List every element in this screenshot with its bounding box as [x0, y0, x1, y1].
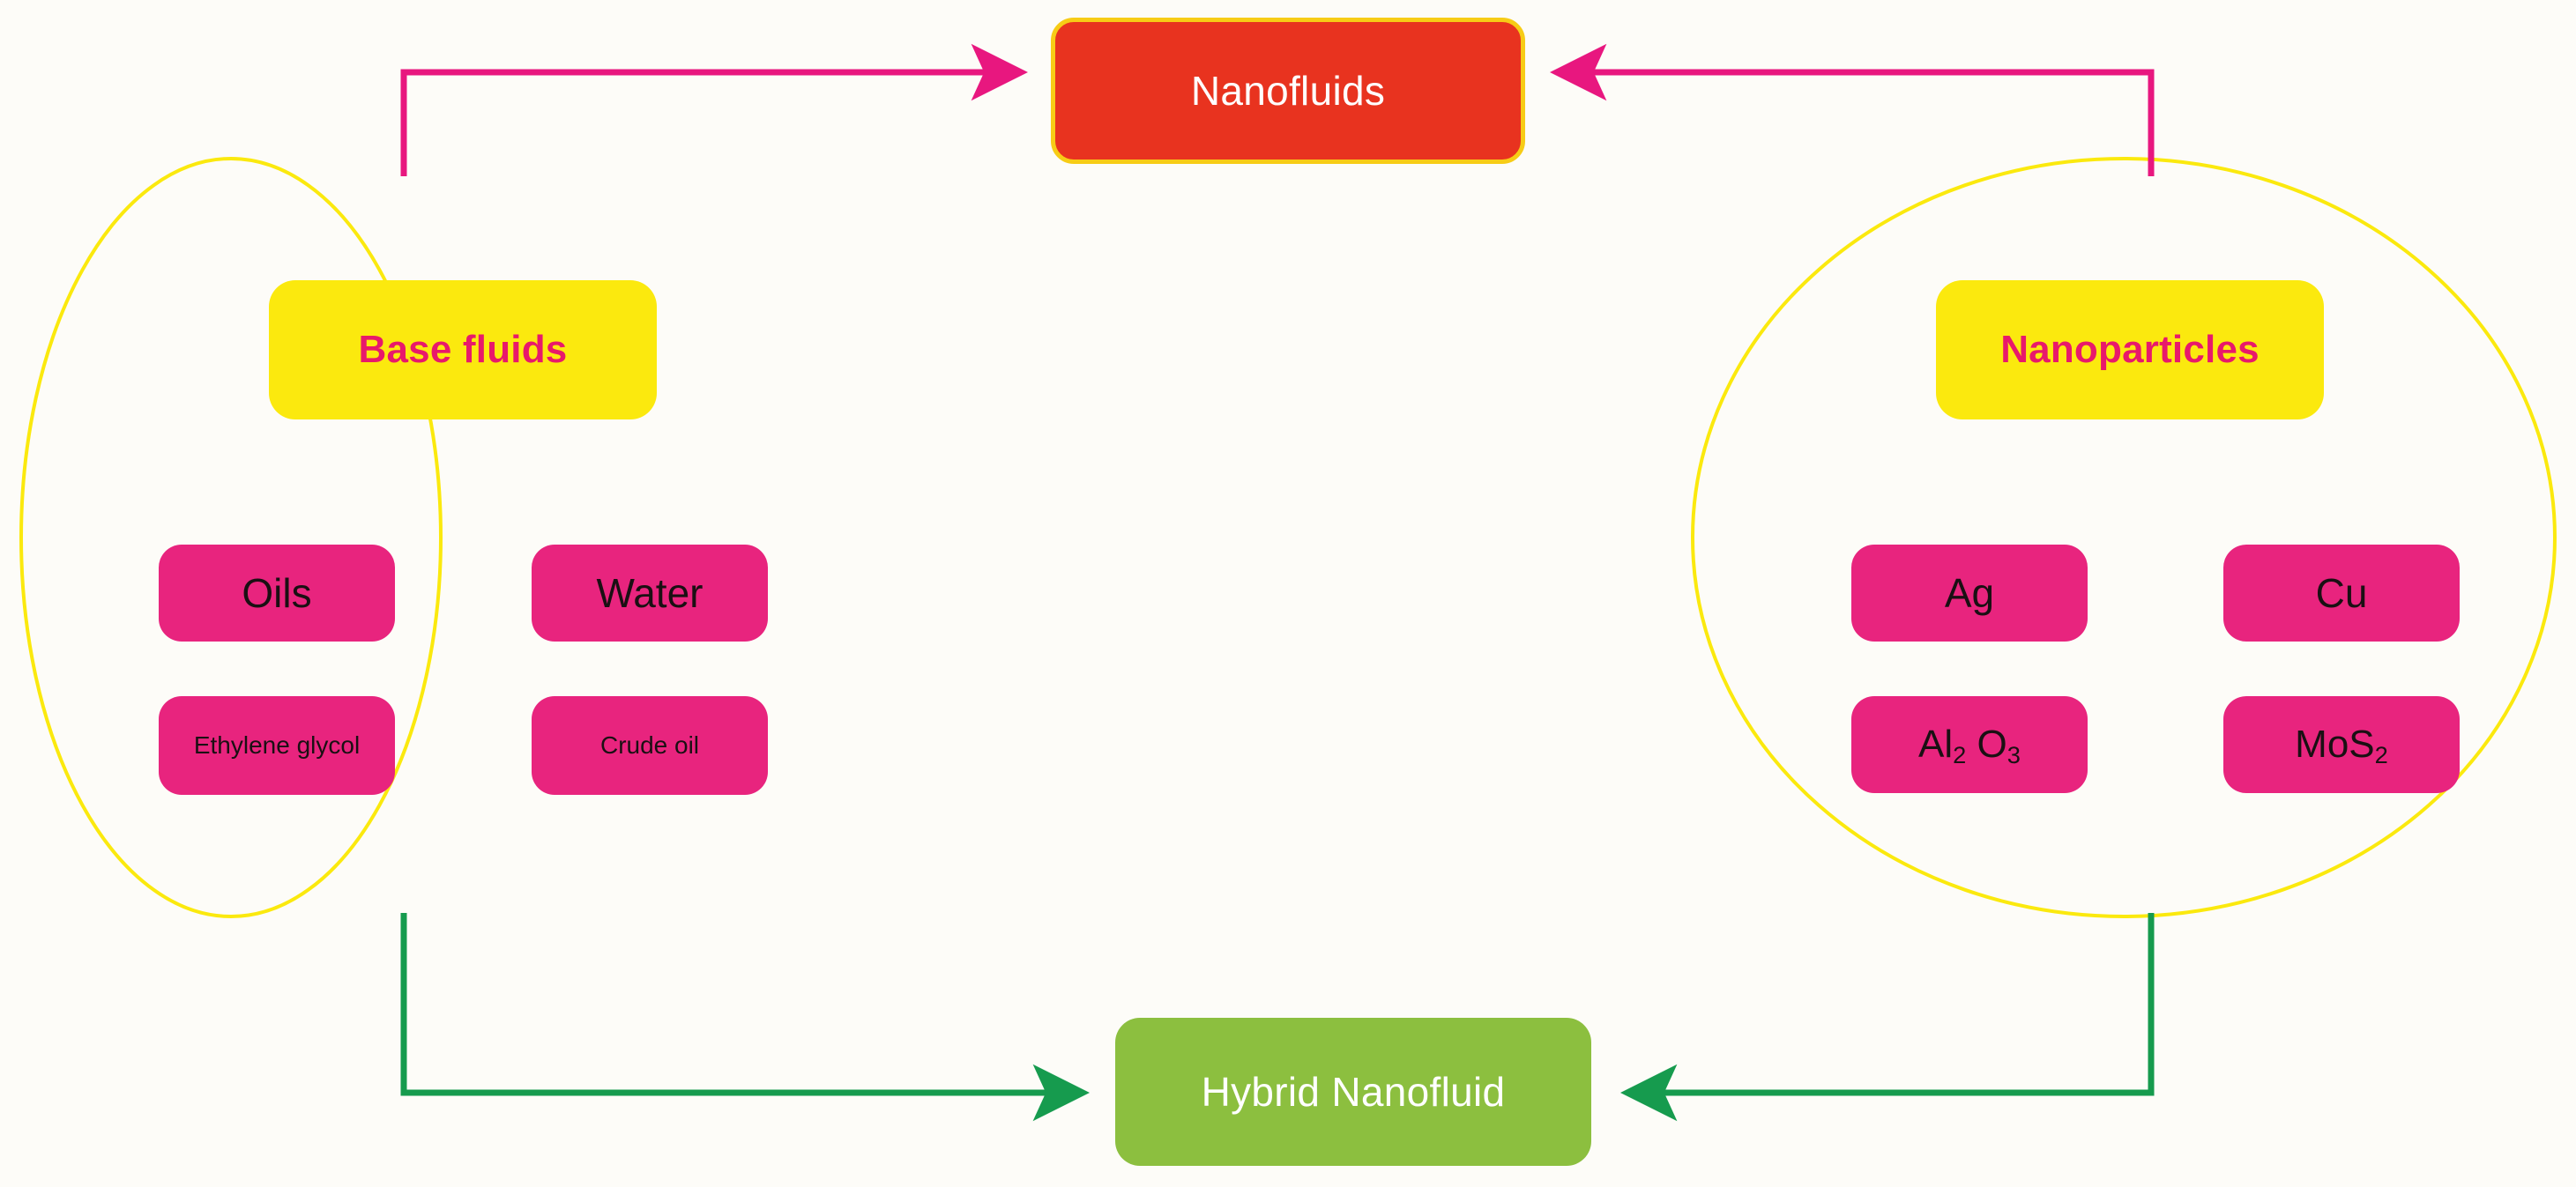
group-header-nanoparticles-label: Nanoparticles — [2000, 327, 2260, 371]
chip-oils-label: Oils — [242, 569, 312, 616]
base-fluids-circle — [19, 157, 443, 918]
chip-mos2-sub-2: 2 — [2374, 740, 2388, 768]
chip-al2o3-label: Al2 O3 — [1918, 722, 2021, 768]
connector-base-fluids-to-nanofluids — [400, 43, 1029, 176]
chip-crude-oil-label: Crude oil — [599, 731, 700, 760]
node-nanofluids-label: Nanofluids — [1190, 67, 1386, 114]
chip-al2o3-sub-2: 2 — [1953, 740, 1967, 768]
connector-nanoparticles-to-hybrid — [1619, 913, 2155, 1122]
chip-crude-oil[interactable]: Crude oil — [532, 696, 768, 795]
chip-ag-label: Ag — [1944, 569, 1995, 616]
node-nanofluids[interactable]: Nanofluids — [1051, 18, 1525, 164]
chip-ethylene-glycol-label: Ethylene glycol — [193, 731, 361, 760]
chip-water[interactable]: Water — [532, 545, 768, 642]
connector-nanoparticles-to-nanofluids — [1549, 43, 2155, 176]
node-hybrid-nanofluid-label: Hybrid Nanofluid — [1201, 1068, 1506, 1115]
chip-cu-label: Cu — [2315, 569, 2368, 616]
chip-mos2-label: MoS2 — [2295, 722, 2388, 768]
group-header-base-fluids-label: Base fluids — [358, 327, 568, 371]
chip-ethylene-glycol[interactable]: Ethylene glycol — [159, 696, 395, 795]
chip-ag[interactable]: Ag — [1851, 545, 2088, 642]
chip-cu[interactable]: Cu — [2223, 545, 2460, 642]
chip-water-label: Water — [596, 569, 704, 616]
group-header-base-fluids[interactable]: Base fluids — [269, 280, 657, 419]
chip-mos2[interactable]: MoS2 — [2223, 696, 2460, 793]
nanoparticles-circle — [1691, 157, 2557, 918]
chip-al2o3[interactable]: Al2 O3 — [1851, 696, 2088, 793]
node-hybrid-nanofluid[interactable]: Hybrid Nanofluid — [1115, 1018, 1591, 1166]
connector-base-fluids-to-hybrid — [400, 913, 1091, 1122]
chip-al2o3-sub-3: 3 — [2006, 740, 2021, 768]
group-header-nanoparticles[interactable]: Nanoparticles — [1936, 280, 2324, 419]
chip-oils[interactable]: Oils — [159, 545, 395, 642]
